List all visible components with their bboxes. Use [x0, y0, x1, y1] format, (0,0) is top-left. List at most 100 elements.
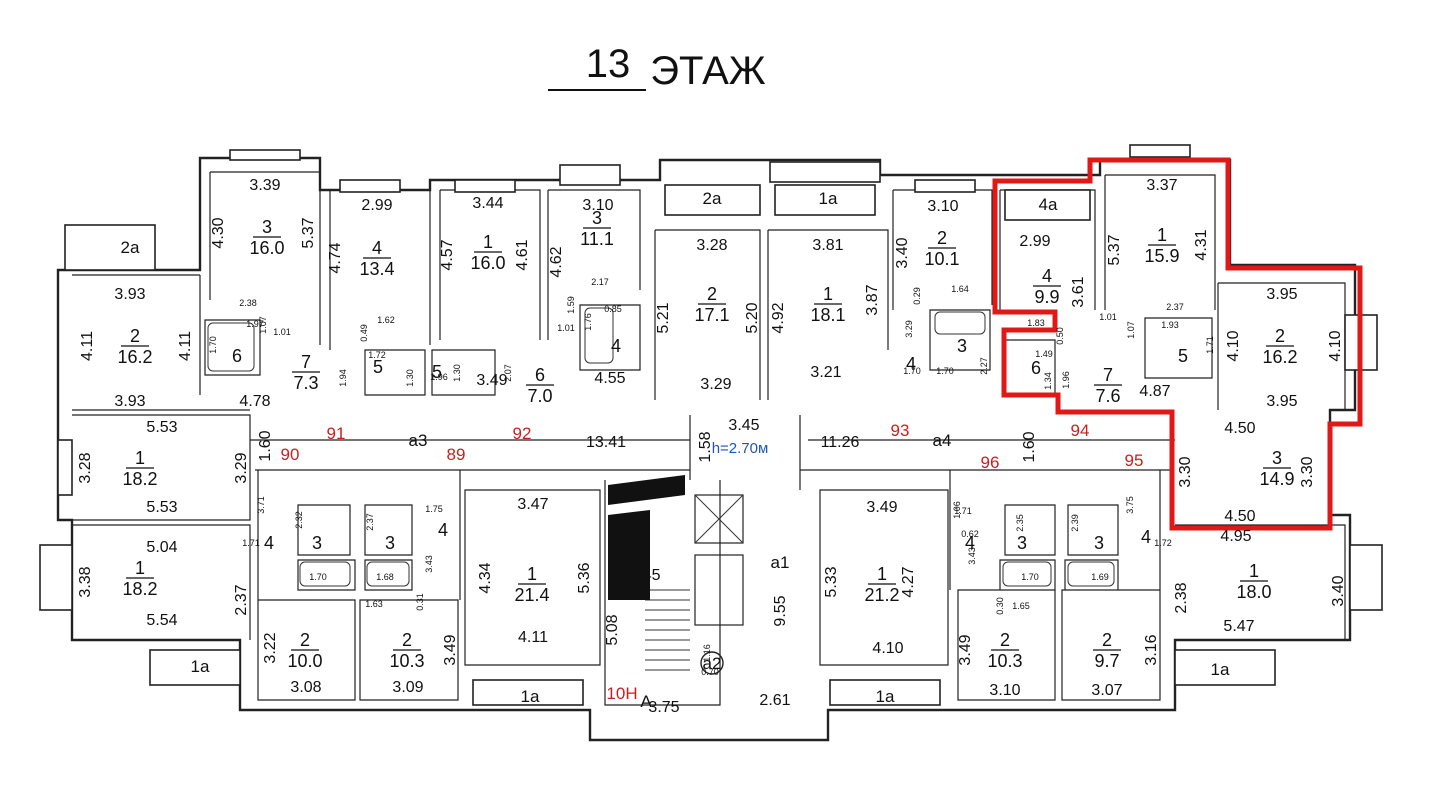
dimension-label: 5.04: [146, 539, 177, 556]
room-area-label: 49.9: [1033, 266, 1061, 307]
small-dimension-label: 1.30: [452, 364, 462, 382]
room-area-label: 210.3: [389, 630, 424, 671]
floor-number: 13: [586, 42, 631, 86]
zone-label-A: А: [640, 692, 652, 711]
apartment-number: 89: [447, 445, 466, 464]
dimension-label: 5.53: [146, 499, 177, 516]
partition-walls: [72, 171, 1346, 706]
small-dimension-label: 1.93: [1161, 320, 1179, 330]
small-dimension-label: 1.01: [273, 327, 291, 337]
room-area-number: 1: [877, 564, 887, 584]
apartment-number: 10Н: [606, 684, 637, 703]
small-dimension-label: 1.71: [242, 538, 260, 548]
room-area-label: 77.6: [1094, 365, 1122, 406]
dimension-label: 4.11: [177, 331, 194, 361]
room-area-number: 2: [1102, 630, 1112, 650]
window: [57, 439, 73, 496]
zone-label-a1: а1: [771, 553, 790, 572]
small-dimension-label: 1.64: [951, 284, 969, 294]
zone-label-2a-center: 2а: [703, 189, 722, 208]
window: [769, 161, 881, 183]
small-dimension-label: 1.70: [936, 366, 954, 376]
room-area-value: 18.0: [1236, 582, 1271, 602]
floor-word: ЭТАЖ: [650, 49, 766, 93]
small-dimension-label: 0.70: [701, 667, 719, 677]
room-area-value: 7.3: [293, 373, 318, 393]
apartment-number: 96: [981, 453, 1000, 472]
room-area-label: 118.0: [1236, 561, 1271, 602]
dimension-label: 9.55: [772, 595, 789, 626]
small-dimension-label: 2.38: [239, 298, 257, 308]
apartment-number: 94: [1071, 421, 1090, 440]
dimension-label: 3.22: [262, 632, 279, 663]
room-number-label: 6: [232, 346, 242, 366]
room-area-number: 1: [483, 232, 493, 252]
room-area-value: 18.2: [122, 469, 157, 489]
dimension-label: 3.49: [957, 634, 974, 665]
dimension-label: 3.10: [927, 198, 958, 215]
balcony: [829, 679, 941, 706]
dimension-label: 2.45: [629, 567, 660, 584]
dimension-label: 3.93: [114, 393, 145, 410]
dimension-label: 4.30: [210, 217, 227, 248]
room-area-label: 311.1: [580, 208, 614, 249]
bathtub-fixture: [207, 322, 255, 372]
dimension-label: 2.99: [1019, 233, 1050, 250]
room-area-number: 2: [937, 228, 947, 248]
small-dimension-label: 1.65: [1012, 601, 1030, 611]
apartment-number: 92: [513, 424, 532, 443]
room-area-number: 3: [262, 217, 272, 237]
room-area-number: 3: [592, 208, 602, 228]
dimension-label: 3.29: [233, 452, 250, 483]
dimension-label: 3.28: [77, 452, 94, 483]
window: [229, 149, 301, 161]
room-area-label: 116.0: [470, 232, 505, 273]
room-area-label: 210.1: [924, 228, 959, 269]
room-area-value: 21.4: [514, 585, 549, 605]
dimension-label: 2.61: [759, 692, 790, 709]
apartment-number: 90: [281, 445, 300, 464]
dimension-label: 2.37: [233, 584, 250, 615]
room-area-label: 77.3: [292, 352, 320, 393]
room-number-label: 4: [438, 520, 448, 540]
balcony: [774, 184, 876, 216]
dimension-label: 4.78: [239, 393, 270, 410]
room-number-label: 5: [432, 362, 442, 382]
small-dimension-label: 2.17: [591, 277, 609, 287]
dimension-label: 4.10: [872, 640, 903, 657]
room-area-value: 17.1: [694, 305, 729, 325]
room-number-label: 3: [1017, 533, 1027, 553]
dimension-label: 5.21: [655, 302, 672, 333]
dimension-label: 5.36: [576, 562, 593, 593]
selected-apartment-outline: [992, 157, 1363, 531]
dimension-label: 3.30: [1299, 456, 1316, 487]
dimension-label: 3.87: [864, 284, 881, 315]
room-area-value: 10.3: [987, 651, 1022, 671]
small-dimension-label: 1.96: [1061, 371, 1071, 389]
room-number-label: 4: [1141, 527, 1151, 547]
window: [559, 164, 621, 186]
room-area-value: 7.0: [527, 386, 552, 406]
room-area-label: 316.0: [249, 217, 284, 258]
room-area-number: 2: [402, 630, 412, 650]
dimension-label: 3.81: [812, 237, 843, 254]
room-area-value: 16.2: [117, 347, 152, 367]
bathtub-fixture: [366, 561, 410, 587]
room-number-label: 4: [906, 354, 916, 374]
dimension-label: 3.47: [517, 496, 548, 513]
zone-label-1a-top: 1а: [819, 189, 838, 208]
zone-label-2a-left: 2а: [121, 238, 140, 257]
balcony: [64, 224, 156, 271]
dimension-label: 4.10: [1327, 330, 1344, 361]
dimension-label: 3.30: [1177, 456, 1194, 487]
room-area-value: 11.1: [580, 229, 614, 249]
room-area-number: 3: [1272, 448, 1282, 468]
dimension-label: 4.11: [518, 629, 548, 646]
room-area-number: 7: [1103, 365, 1113, 385]
small-dimension-label: 0.30: [995, 597, 1005, 615]
small-dimension-label: 1.06: [952, 501, 962, 519]
small-dimension-label: 1.01: [1099, 312, 1117, 322]
room-area-number: 4: [1042, 266, 1052, 286]
small-dimension-label: 3.43: [424, 555, 434, 573]
